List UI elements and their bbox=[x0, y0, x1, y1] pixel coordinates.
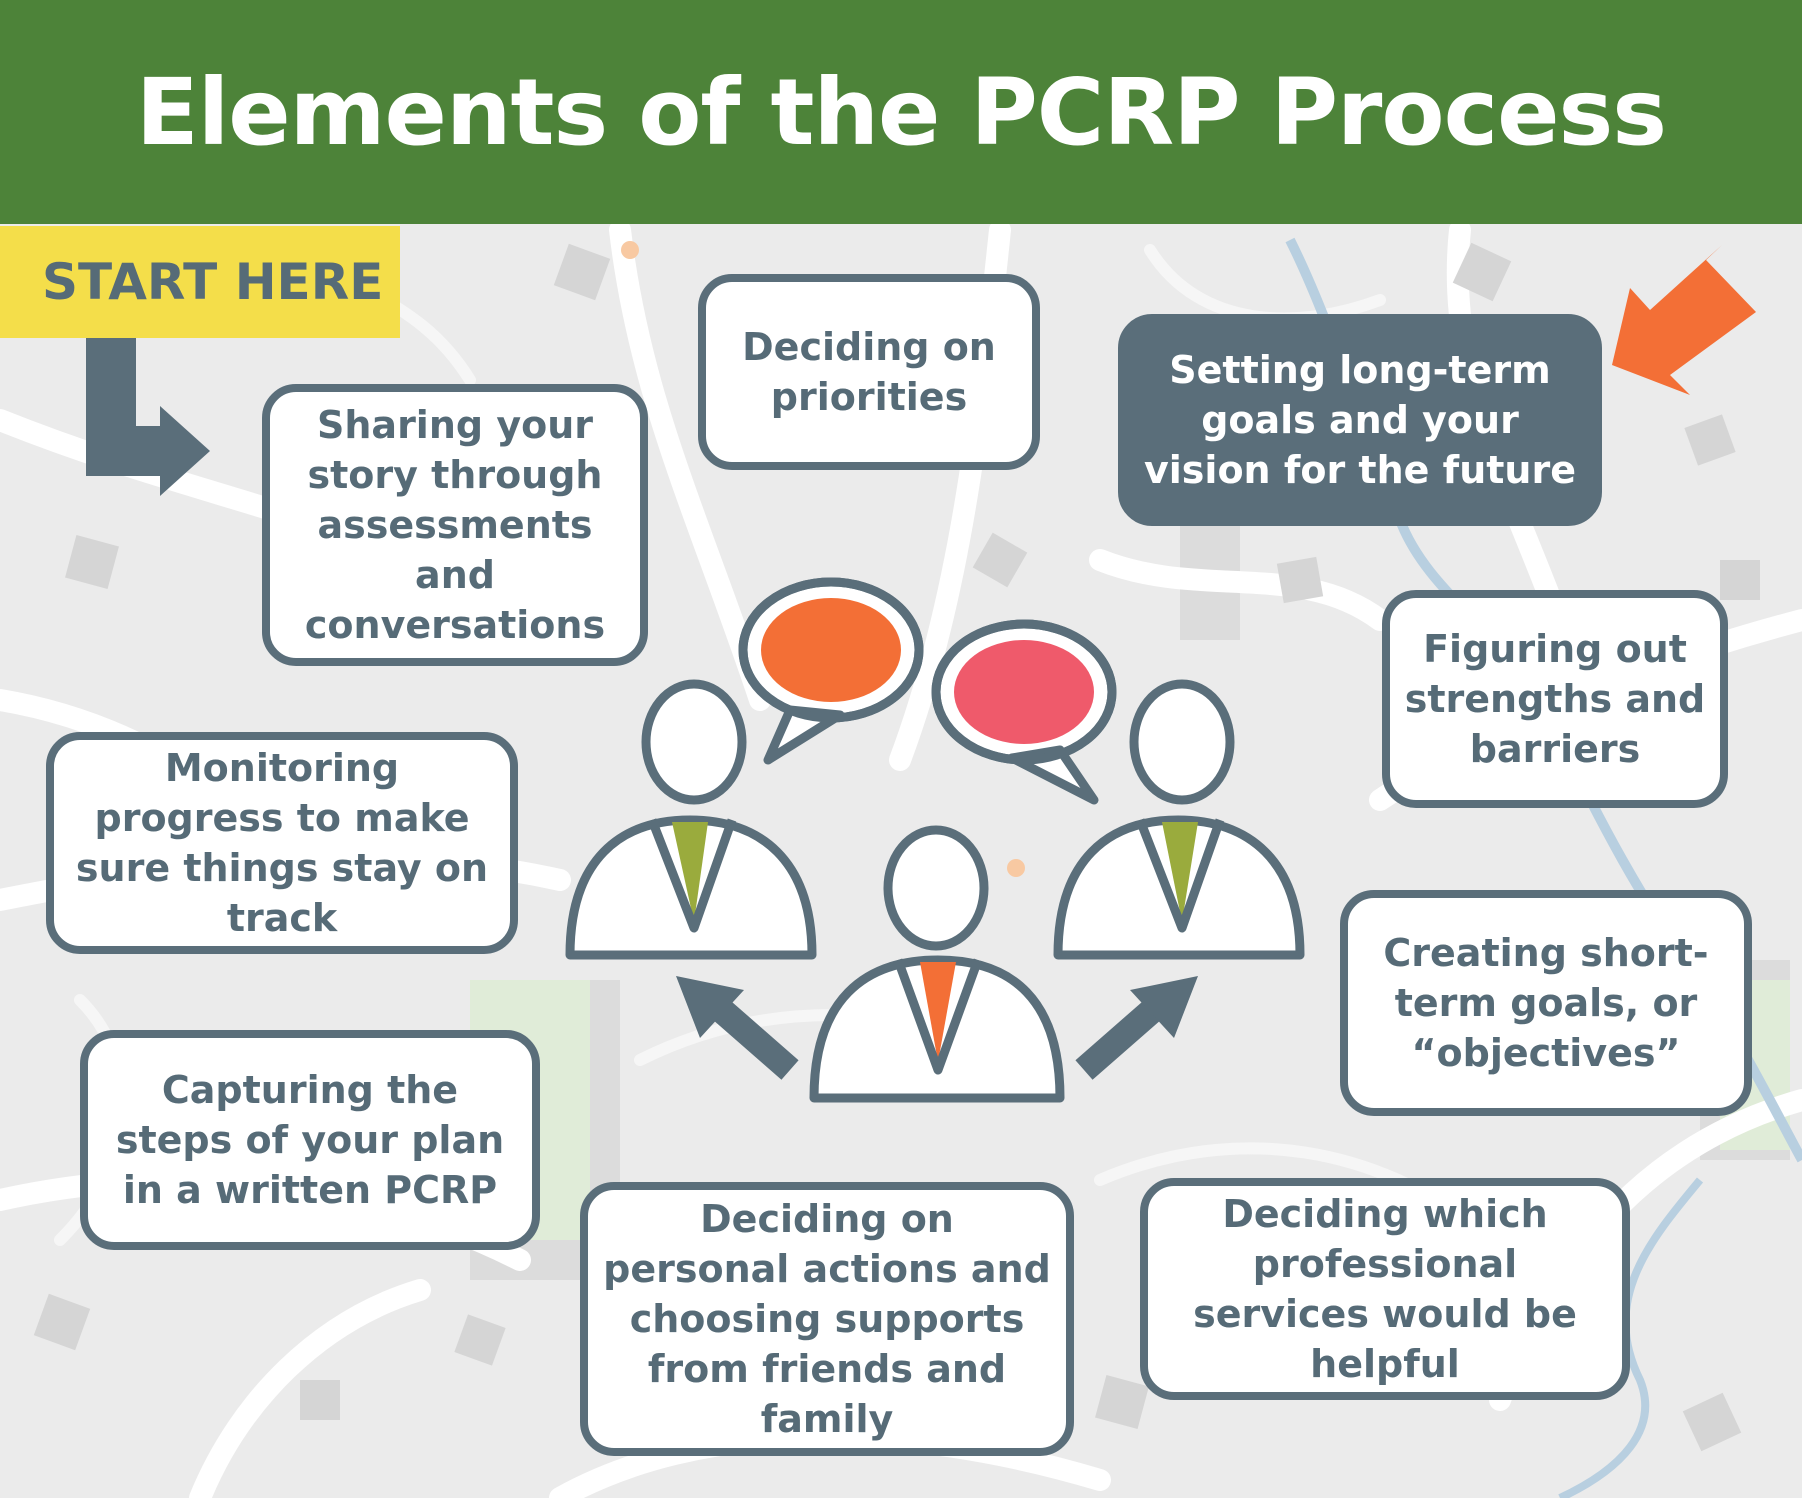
step-capturing-plan: Capturing the steps of your plan in a wr… bbox=[80, 1030, 540, 1250]
diagonal-arrow-icon bbox=[676, 976, 1198, 1080]
step-strengths-barriers: Figuring out strengths and barriers bbox=[1382, 590, 1728, 808]
step-monitoring-progress: Monitoring progress to make sure things … bbox=[46, 732, 518, 954]
start-arrow-icon bbox=[86, 338, 210, 496]
speech-bubble-icon bbox=[931, 619, 1117, 805]
step-sharing-story: Sharing your story through assessments a… bbox=[262, 384, 648, 666]
step-professional-services: Deciding which professional services wou… bbox=[1140, 1178, 1630, 1400]
title-banner: Elements of the PCRP Process bbox=[0, 0, 1802, 224]
step-deciding-priorities: Deciding on priorities bbox=[698, 274, 1040, 470]
page-title: Elements of the PCRP Process bbox=[135, 58, 1667, 166]
speech-bubble-icon bbox=[738, 577, 924, 765]
start-here-label: START HERE bbox=[0, 226, 400, 338]
people-group-icon bbox=[565, 679, 1305, 1103]
step-personal-actions: Deciding on personal actions and choosin… bbox=[580, 1182, 1074, 1456]
step-long-term-goals: Setting long-term goals and your vision … bbox=[1118, 314, 1602, 526]
step-short-term-goals: Creating short-term goals, or “objective… bbox=[1340, 890, 1752, 1116]
highlight-arrow-icon bbox=[1612, 245, 1756, 395]
